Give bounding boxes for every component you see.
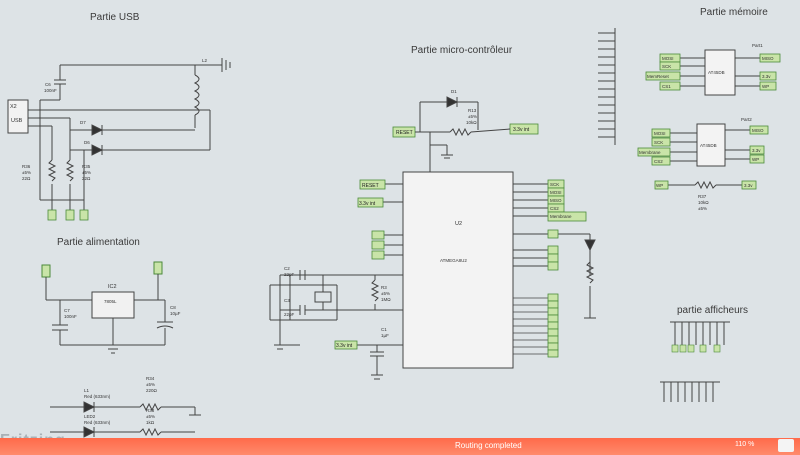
p2-membrane: Membrane — [639, 150, 661, 155]
mem2-chip: AT45DB — [700, 143, 717, 148]
c8-label: C8 — [170, 305, 176, 310]
r34-val: 220Ω — [146, 388, 158, 393]
x2-label: X2 — [10, 104, 17, 110]
reset-net-label: RESET — [396, 130, 413, 136]
p1-v33: 3.3v — [762, 74, 771, 79]
mcu-pin-miso: MISO — [550, 198, 562, 203]
l1-label: L1 — [84, 388, 90, 393]
ic2-label: IC2 — [108, 284, 117, 290]
mcu-pin-membrane: Membrane — [550, 214, 572, 219]
r37-label: R37 — [698, 194, 707, 199]
pin-header — [598, 28, 616, 145]
p2-miso: MISO — [752, 128, 764, 133]
part1-label: Part1 — [752, 43, 763, 48]
r38-tol: ±5% — [146, 414, 155, 419]
r37-val: 10kΩ — [698, 200, 709, 205]
zoom-level[interactable]: 110 % — [735, 441, 755, 448]
r13-val: 10kΩ — [466, 120, 477, 125]
status-bar: Routing completed 110 % — [0, 438, 800, 455]
memory-section — [668, 49, 760, 190]
p1-cs1: CS1 — [662, 84, 671, 89]
p1-wp: WP — [762, 84, 769, 89]
section-title-power: Partie alimentation — [57, 237, 140, 248]
part2-label: Part2 — [741, 117, 752, 122]
power-section — [41, 261, 201, 438]
p1-mosi: MOSI — [662, 56, 674, 61]
r35-tol: ±5% — [82, 170, 91, 175]
r3-tol: ±5% — [381, 291, 390, 296]
c1-value: 1µF — [381, 333, 389, 338]
c8-value: 10µF — [170, 311, 181, 316]
schematic-drawing: X2 USB C6 100nF L2 D7 D6 R36 ±5% 22Ω R35… — [7, 28, 781, 438]
displays-connectors — [671, 344, 721, 353]
r34-tol: ±5% — [146, 382, 155, 387]
r34-label: R34 — [146, 376, 155, 381]
p2-v33: 3.3v — [752, 148, 761, 153]
c3-label: C3 — [284, 298, 290, 303]
section-title-mcu: Partie micro-contrôleur — [411, 45, 513, 56]
section-title-memory: Partie mémoire — [700, 7, 768, 18]
section-title-displays: partie afficheurs — [677, 305, 748, 316]
c7-label: C7 — [64, 308, 70, 313]
c2-value: 22pF — [284, 272, 295, 277]
c7-value: 100nF — [64, 314, 77, 319]
mcu-pin-mosi: MOSI — [550, 190, 562, 195]
ic2-value: 7805L — [104, 299, 117, 304]
led2-value: Red (633nm) — [84, 420, 111, 425]
c6-value: 100nF — [44, 88, 57, 93]
u2-label: U2 — [455, 221, 462, 227]
r36-tol: ±5% — [22, 170, 31, 175]
p1-sck: SCK — [662, 64, 671, 69]
r37-tol: ±5% — [698, 206, 707, 211]
v33-bottom-label: 3.3v int — [336, 343, 353, 349]
r35-val: 22Ω — [82, 176, 91, 181]
r35-label: R35 — [82, 164, 91, 169]
p2-wp: WP — [752, 157, 759, 162]
r13-label: R13 — [468, 108, 477, 113]
p1-miso: MISO — [762, 56, 774, 61]
d6-label: D6 — [84, 140, 90, 145]
d7-label: D7 — [80, 120, 86, 125]
mem1-chip: AT45DB — [708, 70, 725, 75]
v33-net-label: 3.3v int — [513, 127, 530, 133]
c6-label: C6 — [45, 82, 51, 87]
chip-label: ATMEGA8U2 — [440, 258, 467, 263]
share-button[interactable] — [778, 439, 794, 452]
p2-cs2: CS2 — [654, 159, 663, 164]
r36-label: R36 — [22, 164, 31, 169]
r13-tol: ±5% — [468, 114, 477, 119]
p1-memreset: MemReset — [647, 74, 670, 79]
reset-pin-label: RESET — [362, 183, 379, 189]
displays-section — [660, 321, 730, 402]
schematic-canvas[interactable]: Partie USB Partie micro-contrôleur Parti… — [0, 0, 800, 440]
mcu-pin-cs2: CS2 — [550, 206, 559, 211]
d1-label: D1 — [451, 89, 457, 94]
r3-label: R3 — [381, 285, 387, 290]
c1-label: C1 — [381, 327, 387, 332]
r36-val: 22Ω — [22, 176, 31, 181]
wp-net: WP — [656, 183, 663, 188]
status-message: Routing completed — [455, 441, 522, 450]
mcu-right-pins — [513, 297, 548, 355]
l2-label: L2 — [202, 58, 208, 63]
c2-label: C2 — [284, 266, 290, 271]
mcu-section — [269, 96, 596, 380]
usb-connectors — [47, 209, 89, 221]
r38-val: 1kΩ — [146, 420, 155, 425]
v33-pin-label: 3.3v int — [359, 201, 376, 207]
c3-value: 22pF — [284, 312, 295, 317]
memory-connectors — [637, 53, 781, 190]
r38-label: R38 — [146, 408, 155, 413]
led2-label: LED2 — [84, 414, 96, 419]
usb-section — [7, 58, 231, 210]
v33-net-mem: 3.3v — [744, 183, 753, 188]
r3-val: 1MΩ — [381, 297, 391, 302]
mcu-pin-sck: SCK — [550, 182, 559, 187]
usb-label: USB — [11, 118, 23, 124]
p2-sck: SCK — [654, 140, 663, 145]
section-title-usb: Partie USB — [90, 12, 140, 23]
l1-value: Red (633nm) — [84, 394, 111, 399]
mcu-net-connectors — [334, 179, 587, 358]
p2-mosi: MOSI — [654, 131, 666, 136]
